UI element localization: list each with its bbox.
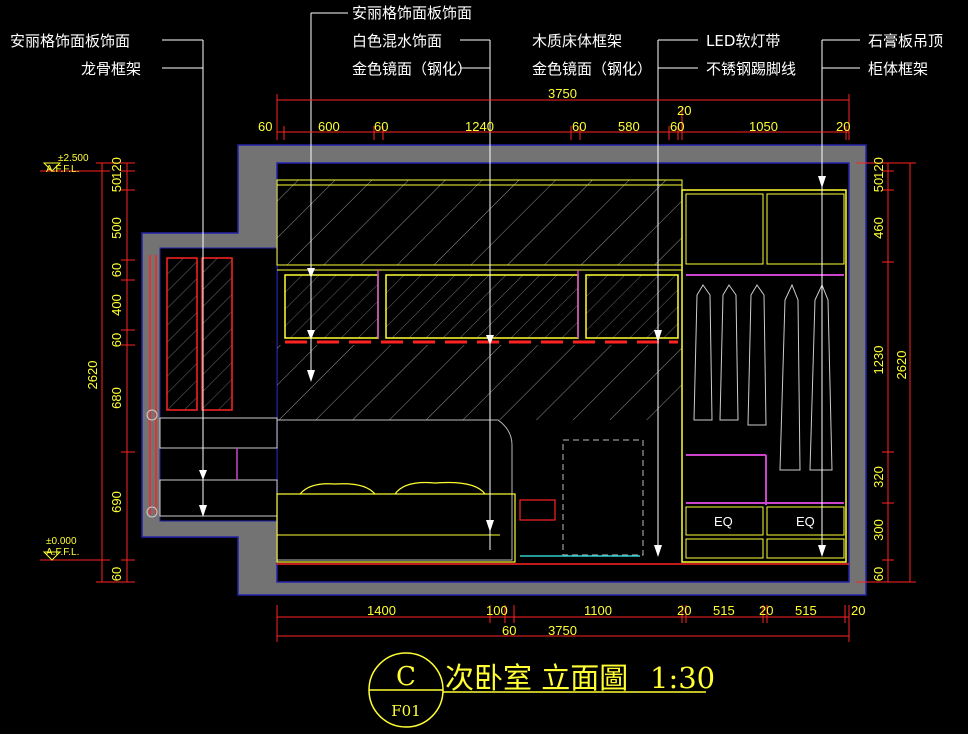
- dim-bottom-seg: 20: [677, 603, 691, 618]
- top-dimension-texts: 3750 20 60 600 60 1240 60 580 60 1050 20: [258, 86, 850, 134]
- dim-left-seg: 50: [109, 178, 124, 192]
- level-top-value: ±2.500: [58, 153, 89, 164]
- dim-top-seg: 60: [258, 119, 272, 134]
- annotation-led-2: 不锈钢踢脚线: [706, 60, 796, 78]
- right-dimension-texts: 2620 60 300 320 1230 460 50 120: [871, 157, 909, 581]
- bottom-dimensions: [276, 605, 850, 642]
- leader-arrows: [199, 176, 826, 557]
- dim-top-seg: 1050: [749, 119, 778, 134]
- annotation-bed-2: 金色镜面（钢化）: [532, 60, 652, 78]
- annotation-left-2: 龙骨框架: [81, 60, 141, 78]
- title-scale: 1:30: [650, 661, 715, 695]
- left-mirror-column: [146, 255, 278, 518]
- annotation-mid-1: 白色混水饰面: [352, 32, 442, 50]
- dim-top-seg: 600: [318, 119, 340, 134]
- dim-right-seg: 320: [871, 466, 886, 488]
- dim-top-seg: 1240: [465, 119, 494, 134]
- dim-bottom-small: 60: [502, 623, 516, 638]
- level-bottom-ref: A.F.F.L.: [46, 547, 79, 558]
- top-dimensions: [276, 94, 850, 140]
- dim-right-seg: 1230: [871, 346, 886, 375]
- dim-bottom-seg: 1100: [584, 603, 612, 618]
- dim-top-overall: 3750: [548, 86, 577, 101]
- dim-bottom-seg: 515: [795, 603, 817, 618]
- annotation-right-1: 石膏板吊顶: [868, 32, 943, 50]
- dim-top-seg: 60: [374, 119, 388, 134]
- dim-right-seg: 120: [871, 157, 886, 179]
- annotation-left-1: 安丽格饰面板饰面: [10, 32, 130, 50]
- drawer-label-2: EQ: [796, 514, 815, 529]
- dim-top-seg: 20: [836, 119, 850, 134]
- mirror-wall-panel: [276, 179, 683, 420]
- dim-bottom-seg: 20: [851, 603, 865, 618]
- dim-top-seg: 60: [670, 119, 684, 134]
- bottom-dimension-texts: 1400 100 1100 20 515 20 515 20 60 3750: [367, 603, 865, 638]
- dim-top-seg: 580: [618, 119, 640, 134]
- leader-lines: [162, 12, 860, 555]
- dim-left-seg: 500: [109, 217, 124, 239]
- wardrobe: EQ EQ: [681, 189, 847, 563]
- title-text: 次卧室 立面圖: [445, 661, 628, 695]
- dim-bottom-seg: 1400: [367, 603, 396, 618]
- bed: [276, 419, 644, 563]
- dim-bottom-seg: 20: [759, 603, 773, 618]
- annotation-bed-1: 木质床体框架: [532, 32, 622, 50]
- dim-right-overall: 2620: [894, 351, 909, 380]
- annotations: 安丽格饰面板饰面 安丽格饰面板饰面 龙骨框架 白色混水饰面 金色镜面（钢化） 木…: [10, 4, 943, 78]
- dim-right-seg: 460: [871, 217, 886, 239]
- annotation-mid-2: 金色镜面（钢化）: [352, 60, 472, 78]
- level-top-ref: A.F.F.L.: [46, 164, 79, 175]
- dim-top-seg: 60: [572, 119, 586, 134]
- dim-left-overall: 2620: [85, 361, 100, 390]
- dim-right-seg: 300: [871, 519, 886, 541]
- dim-right-seg: 50: [871, 178, 886, 192]
- dim-left-seg: 690: [109, 491, 124, 513]
- level-bottom-value: ±0.000: [46, 536, 77, 547]
- left-dimensions: [40, 162, 135, 583]
- annotation-led-1: LED软灯带: [706, 32, 780, 50]
- dim-left-seg: 120: [109, 157, 124, 179]
- dim-bottom-seg: 515: [713, 603, 735, 618]
- dim-left-seg: 60: [109, 263, 124, 277]
- left-level-marks: ±2.500 A.F.F.L. ±0.000 A.F.F.L.: [42, 153, 89, 561]
- right-dimensions: [856, 162, 916, 583]
- dim-left-seg: 60: [109, 567, 124, 581]
- title-letter: C: [396, 662, 416, 692]
- dim-top-small: 20: [677, 103, 691, 118]
- dim-bottom-overall: 3750: [548, 623, 577, 638]
- dim-left-seg: 400: [109, 294, 124, 316]
- annotation-top-center: 安丽格饰面板饰面: [352, 4, 472, 22]
- dim-left-seg: 680: [109, 387, 124, 409]
- dim-left-seg: 60: [109, 333, 124, 347]
- annotation-right-2: 柜体框架: [868, 60, 928, 78]
- drawer-label-1: EQ: [714, 514, 733, 529]
- dim-right-seg: 60: [871, 567, 886, 581]
- left-dimension-texts: 2620 60 690 680 60 400 60 500 50 120: [85, 157, 124, 581]
- title-block: C F01 次卧室 立面圖 1:30: [368, 652, 715, 728]
- title-sheet: F01: [391, 702, 421, 720]
- dim-bottom-seg: 100: [486, 603, 508, 618]
